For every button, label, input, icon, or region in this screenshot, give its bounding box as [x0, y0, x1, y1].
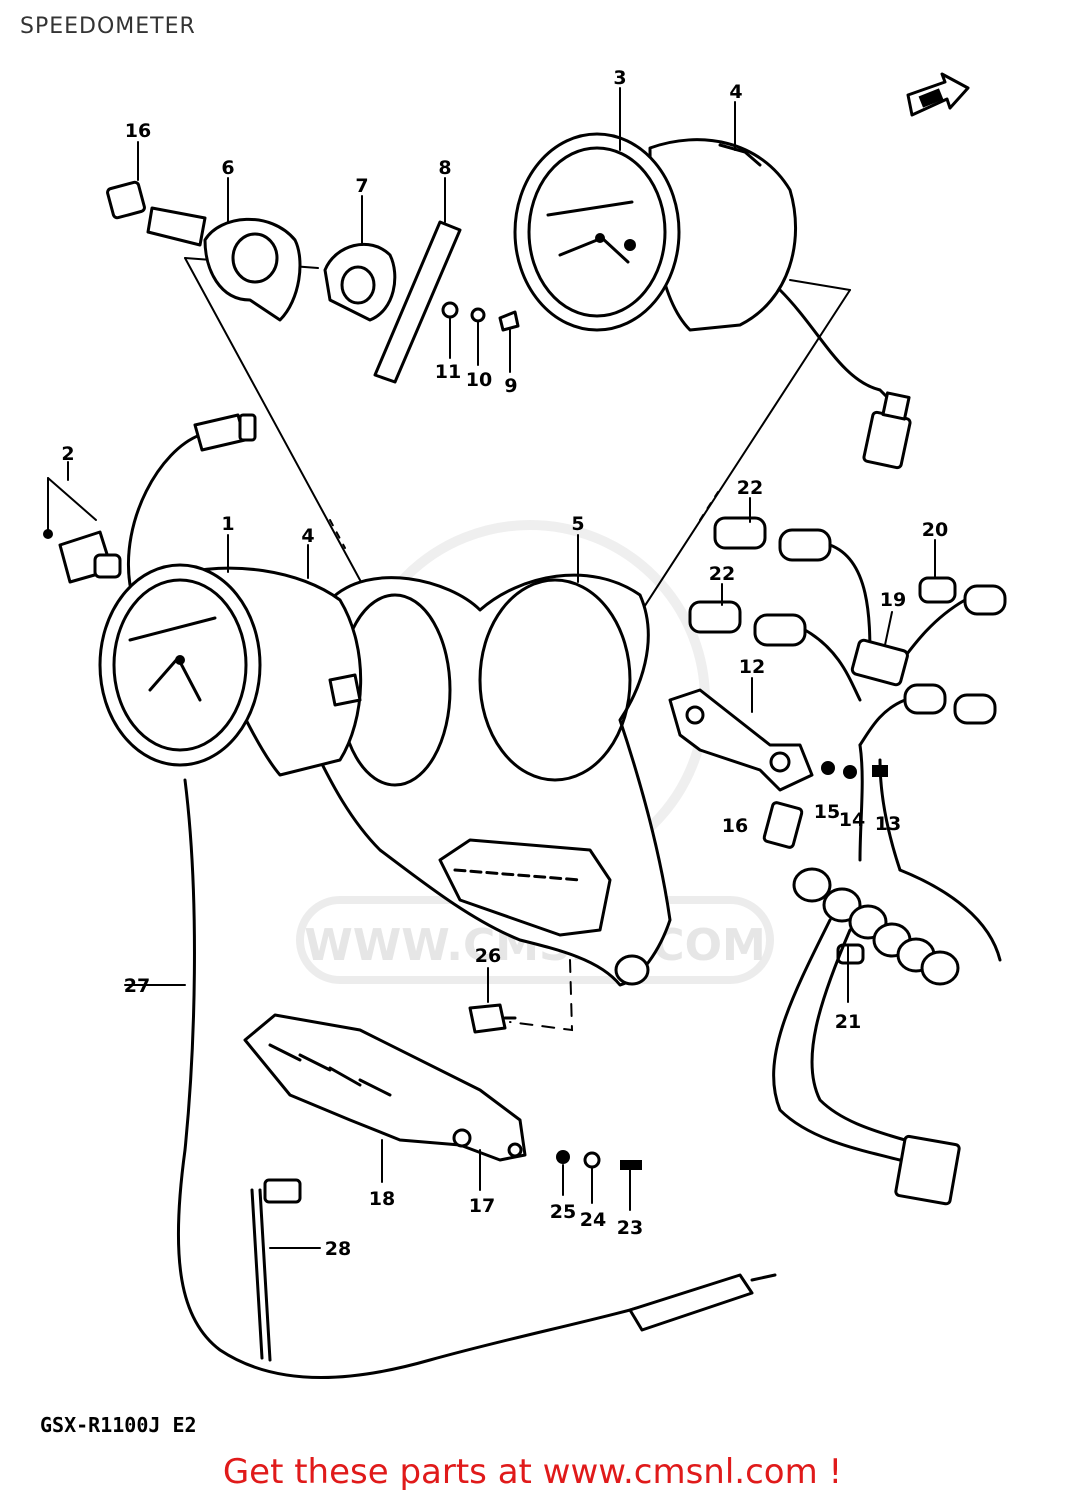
page-title: SPEEDOMETER: [20, 14, 196, 39]
callout-2: 2: [61, 443, 74, 465]
callout-4-top: 4: [729, 81, 742, 103]
callout-26: 26: [475, 945, 501, 967]
callout-numbers: 3 4 16 6 7 8 11 10 9 2 1 4 5 22 22 20 19…: [61, 67, 948, 1260]
callout-27: 27: [124, 975, 150, 997]
callout-28: 28: [325, 1238, 351, 1260]
indicator-lamp-case: [243, 1013, 642, 1170]
meter-stay: [668, 688, 814, 792]
callout-12: 12: [739, 656, 765, 678]
callout-7: 7: [355, 175, 368, 197]
callout-14: 14: [839, 809, 865, 831]
callout-18: 18: [369, 1188, 395, 1210]
callout-1: 1: [221, 513, 234, 535]
callout-5: 5: [571, 513, 584, 535]
callout-16-right: 16: [722, 815, 748, 837]
mounting-brackets: [106, 180, 520, 384]
cable-fitting: [43, 477, 122, 584]
callout-25: 25: [550, 1201, 576, 1223]
callout-8: 8: [438, 157, 451, 179]
model-code: GSX-R1100J E2: [40, 1413, 197, 1437]
callout-15: 15: [814, 801, 840, 823]
screw-26: [468, 1003, 517, 1034]
callout-4-left: 4: [301, 525, 314, 547]
sensor-28: [250, 1178, 321, 1362]
meter-housing: [307, 573, 672, 987]
bulb-sockets: [792, 867, 960, 986]
callout-23: 23: [617, 1217, 643, 1239]
callout-13: 13: [875, 813, 901, 835]
callout-16-top: 16: [125, 120, 151, 142]
callout-17: 17: [469, 1195, 495, 1217]
callout-3: 3: [613, 67, 626, 89]
fasteners-right: [762, 761, 888, 849]
callout-19: 19: [880, 589, 906, 611]
speedometer-cable: [124, 778, 777, 1379]
callout-24: 24: [580, 1209, 606, 1231]
callout-22-bottom: 22: [709, 563, 735, 585]
tachometer-assembly: [513, 132, 912, 470]
callout-11: 11: [435, 361, 461, 383]
front-arrow-icon: [906, 72, 970, 117]
leader-lines: [67, 87, 936, 1211]
callout-20: 20: [922, 519, 948, 541]
callout-22-top: 22: [737, 477, 763, 499]
callout-10: 10: [466, 369, 492, 391]
speedometer-assembly: [98, 413, 363, 777]
callout-6: 6: [221, 157, 234, 179]
wiring-harness: [688, 516, 1007, 1206]
callout-9: 9: [504, 375, 517, 397]
callout-21: 21: [835, 1011, 861, 1033]
get-parts-banner[interactable]: Get these parts at www.cmsnl.com !: [222, 1452, 843, 1492]
